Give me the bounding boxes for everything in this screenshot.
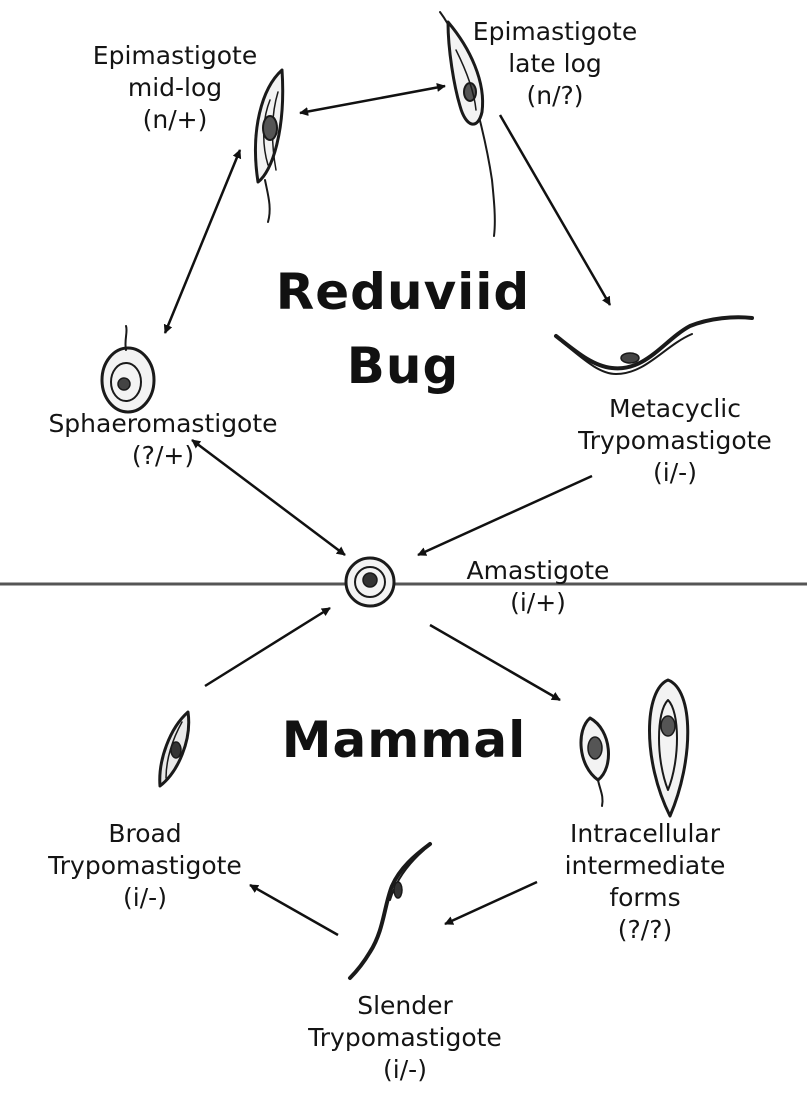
label-line: (i/+) bbox=[448, 587, 628, 619]
label-sphaeromastigote: Sphaeromastigote (?/+) bbox=[8, 408, 318, 472]
slender-trypomastigote-cell bbox=[350, 844, 430, 978]
metacyclic-trypomastigote-cell bbox=[556, 317, 752, 374]
label-line: (?/+) bbox=[8, 440, 318, 472]
label-line: (i/-) bbox=[290, 1054, 520, 1086]
label-line: Trypomastigote bbox=[560, 425, 790, 457]
arrow-intracellular-slender bbox=[445, 882, 537, 924]
label-slender-trypomastigote: Slender Trypomastigote (i/-) bbox=[290, 990, 520, 1086]
label-intracellular-intermediate: Intracellular intermediate forms (?/?) bbox=[540, 818, 750, 946]
label-metacyclic-trypomastigote: Metacyclic Trypomastigote (i/-) bbox=[560, 393, 790, 489]
label-line: (i/-) bbox=[30, 882, 260, 914]
arrow-midlog-latelog bbox=[300, 86, 445, 113]
intracellular-intermediate-cell-small bbox=[581, 718, 609, 806]
label-line: Epimastigote bbox=[460, 16, 650, 48]
label-line: (n/+) bbox=[80, 104, 270, 136]
sphaeromastigote-cell bbox=[102, 326, 154, 412]
zone-label-reduviid: Reduviid bbox=[268, 262, 538, 322]
broad-trypomastigote-cell bbox=[160, 712, 189, 786]
label-line: mid-log bbox=[80, 72, 270, 104]
label-line: (n/?) bbox=[460, 80, 650, 112]
label-line: Trypomastigote bbox=[290, 1022, 520, 1054]
label-line: Sphaeromastigote bbox=[8, 408, 318, 440]
label-broad-trypomastigote: Broad Trypomastigote (i/-) bbox=[30, 818, 260, 914]
label-line: Intracellular bbox=[540, 818, 750, 850]
label-amastigote: Amastigote (i/+) bbox=[448, 555, 628, 619]
label-line: (?/?) bbox=[540, 914, 750, 946]
arrow-broad-amastigote bbox=[205, 608, 330, 686]
zone-label-mammal: Mammal bbox=[268, 710, 540, 770]
label-line: Trypomastigote bbox=[30, 850, 260, 882]
label-line: Metacyclic bbox=[560, 393, 790, 425]
label-epimastigote-latelog: Epimastigote late log (n/?) bbox=[460, 16, 650, 112]
label-line: Broad bbox=[30, 818, 260, 850]
label-line: forms bbox=[540, 882, 750, 914]
label-line: late log bbox=[460, 48, 650, 80]
label-line: Slender bbox=[290, 990, 520, 1022]
label-line: intermediate bbox=[540, 850, 750, 882]
label-line: Epimastigote bbox=[80, 40, 270, 72]
label-line: Amastigote bbox=[448, 555, 628, 587]
label-line: (i/-) bbox=[560, 457, 790, 489]
arrow-amastigote-intracellular bbox=[430, 625, 560, 700]
arrow-slender-broad bbox=[250, 885, 338, 935]
arrow-midlog-sphaero bbox=[165, 150, 240, 333]
label-epimastigote-midlog: Epimastigote mid-log (n/+) bbox=[80, 40, 270, 136]
amastigote-cell bbox=[346, 558, 394, 606]
intracellular-intermediate-cell-large bbox=[650, 680, 688, 816]
zone-label-bug: Bug bbox=[318, 336, 488, 396]
